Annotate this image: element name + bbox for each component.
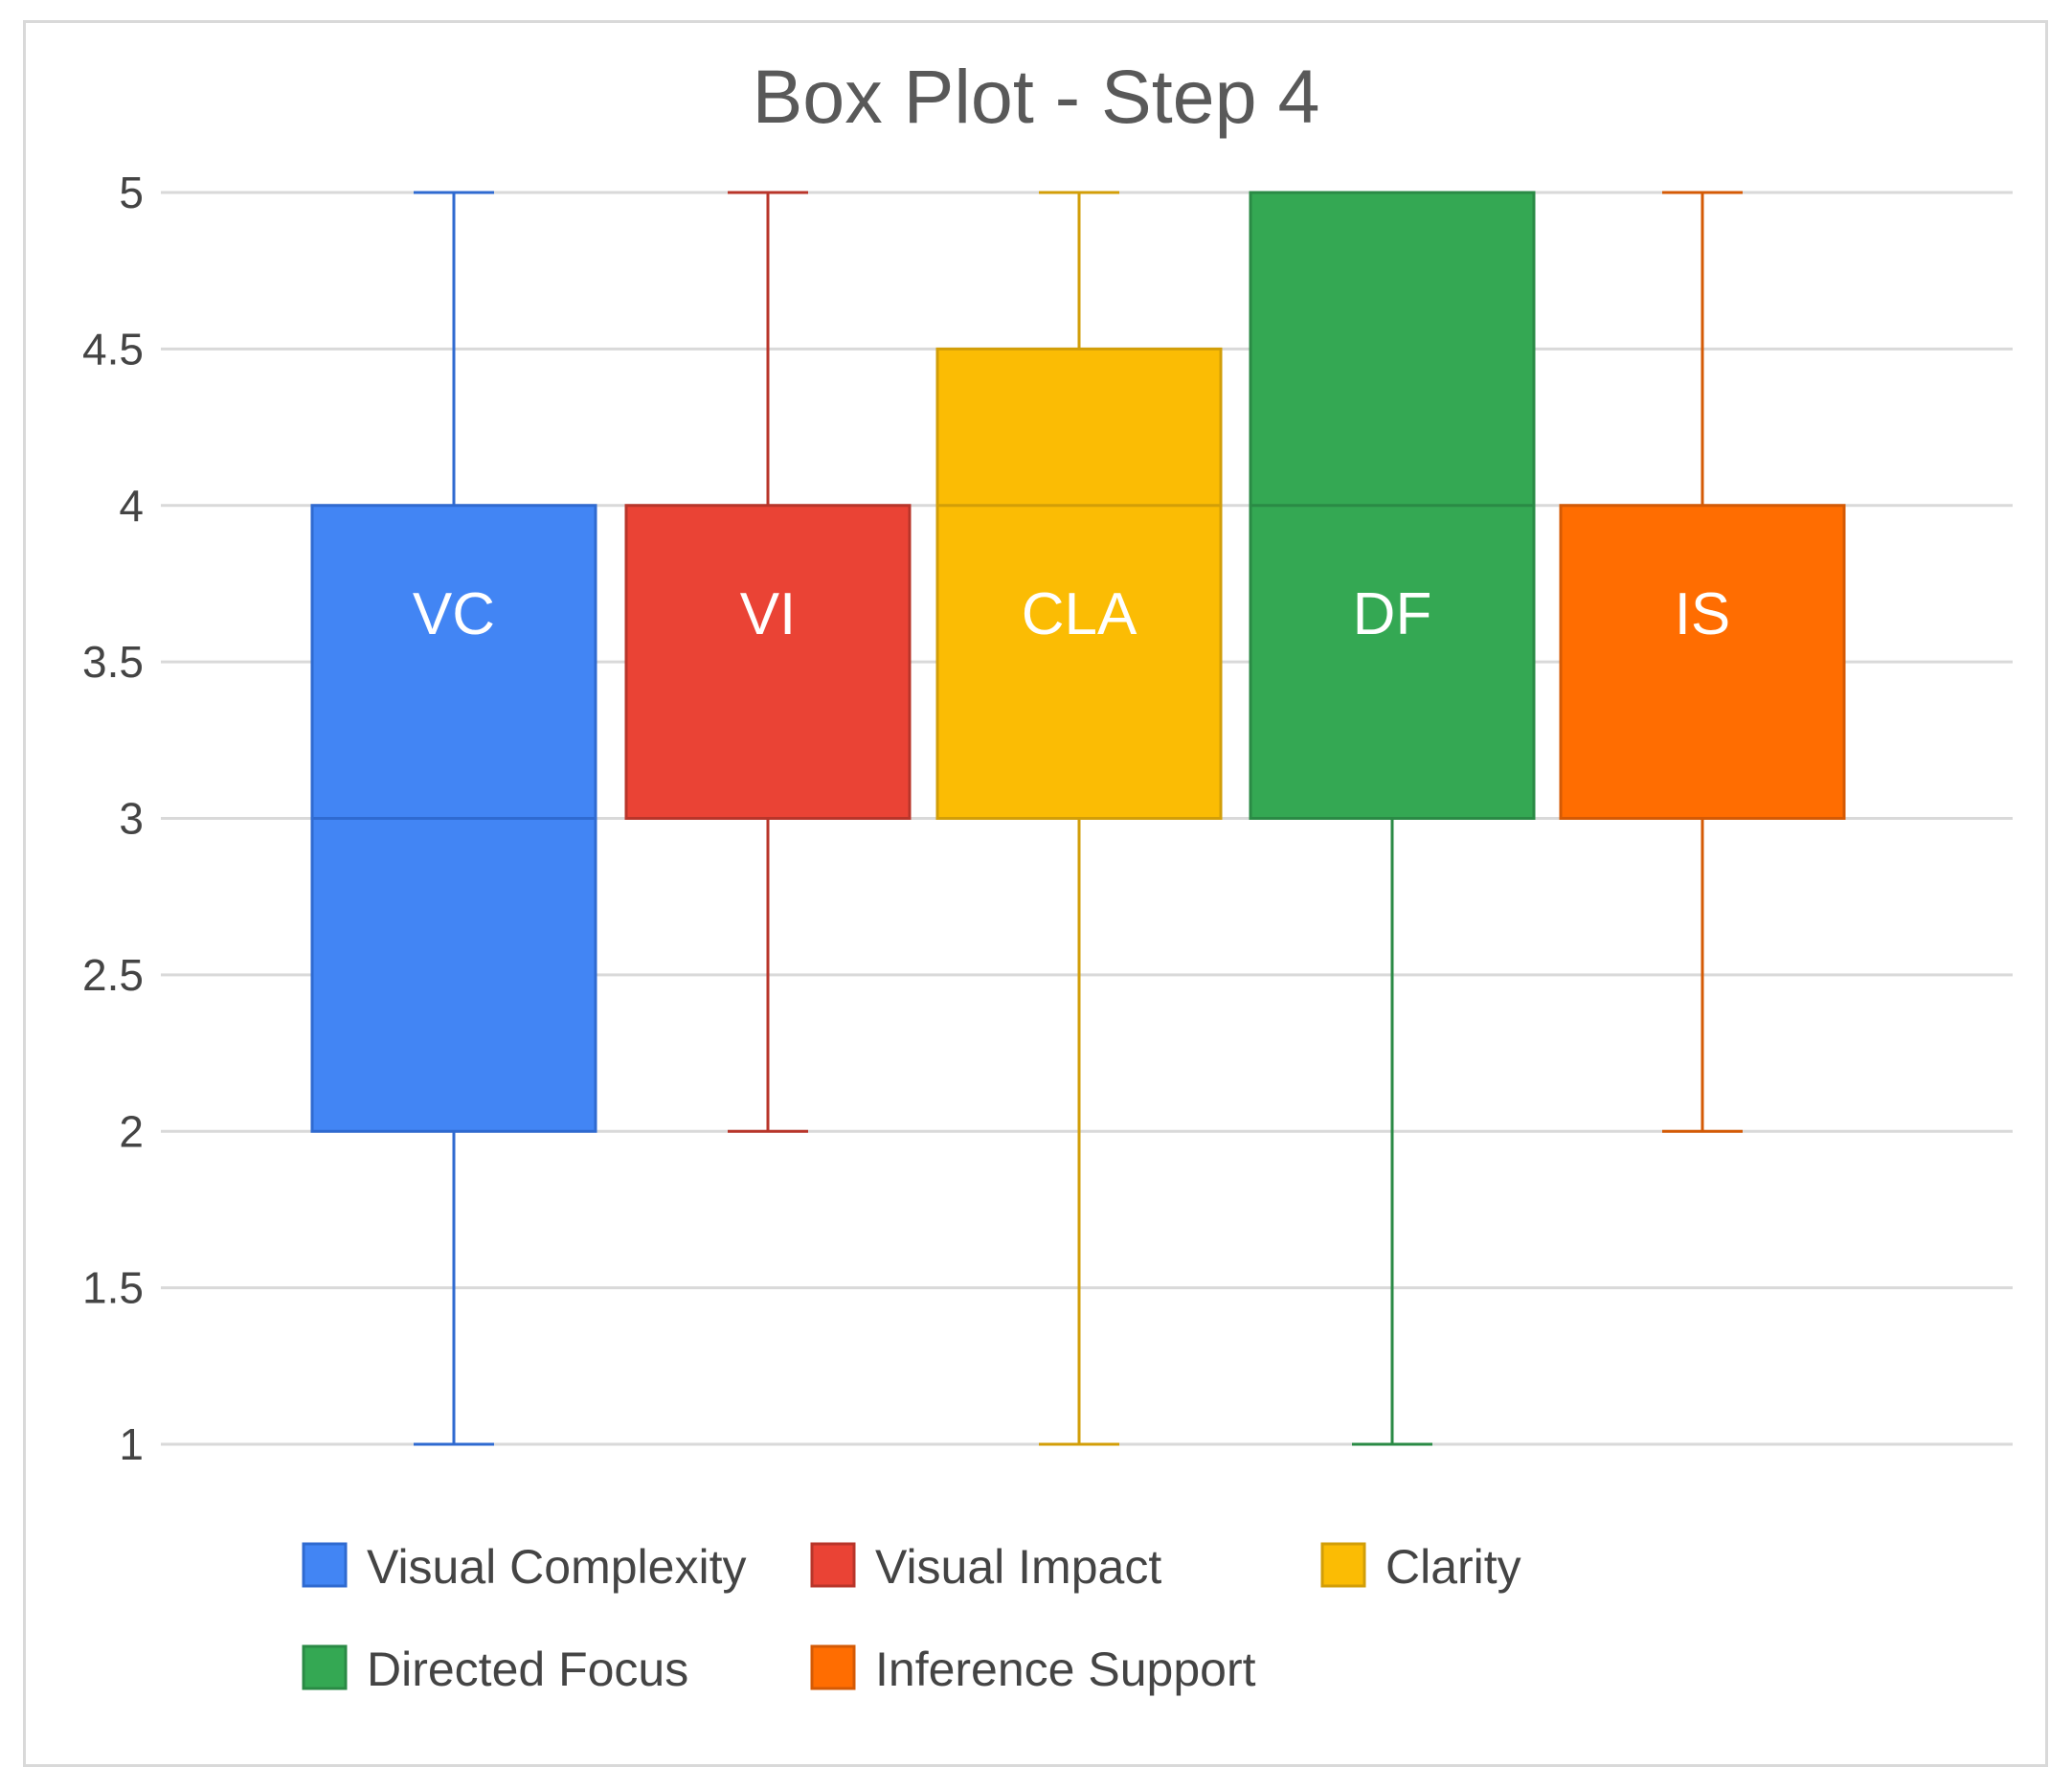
box-label: IS [1675, 581, 1731, 647]
y-tick-label: 1.5 [82, 1263, 144, 1313]
box-cla: CLA [935, 191, 1223, 1446]
legend-swatch [810, 1644, 856, 1690]
chart-title: Box Plot - Step 4 [753, 54, 1320, 139]
box-label: VI [740, 581, 797, 647]
legend-swatch [1320, 1542, 1366, 1588]
legend-label: Inference Support [875, 1643, 1256, 1696]
legend-item-is: Inference Support [810, 1643, 1256, 1696]
y-tick-label: 3.5 [82, 637, 144, 687]
legend-label: Visual Impact [875, 1540, 1161, 1594]
legend-swatch [302, 1644, 348, 1690]
box-df: DF [1249, 191, 1536, 1446]
legend-item-cla: Clarity [1320, 1540, 1521, 1594]
legend-item-vc: Visual Complexity [302, 1540, 746, 1594]
y-tick-label: 2 [119, 1106, 144, 1156]
y-tick-label: 4.5 [82, 324, 144, 374]
legend-label: Visual Complexity [367, 1540, 746, 1594]
legend: Visual Complexity Visual Impact ClarityDir… [302, 1540, 1521, 1696]
y-tick-label: 1 [119, 1419, 144, 1469]
legend-label: Directed Focus [367, 1643, 688, 1696]
box-vc: VC [310, 191, 597, 1446]
box-label: DF [1353, 581, 1432, 647]
legend-item-df: Directed Focus [302, 1643, 688, 1696]
iqr-box [1559, 504, 1846, 820]
iqr-box [935, 347, 1223, 820]
boxes: VC VI CLA DF IS [310, 191, 1846, 1446]
box-label: VC [413, 581, 495, 647]
iqr-box [624, 504, 912, 820]
legend-item-vi: Visual Impact [810, 1540, 1161, 1594]
legend-swatch [302, 1542, 348, 1588]
box-is: IS [1559, 191, 1846, 1133]
y-tick-label: 3 [119, 794, 144, 844]
legend-swatch [810, 1542, 856, 1588]
y-axis-ticks: 1 1.5 2 2.5 3 3.5 4 4.5 5 [82, 168, 144, 1469]
y-tick-label: 5 [119, 168, 144, 217]
y-tick-label: 4 [119, 481, 144, 531]
box-label: CLA [1022, 581, 1137, 647]
box-vi: VI [624, 191, 912, 1133]
y-tick-label: 2.5 [82, 950, 144, 1000]
legend-label: Clarity [1385, 1540, 1521, 1594]
